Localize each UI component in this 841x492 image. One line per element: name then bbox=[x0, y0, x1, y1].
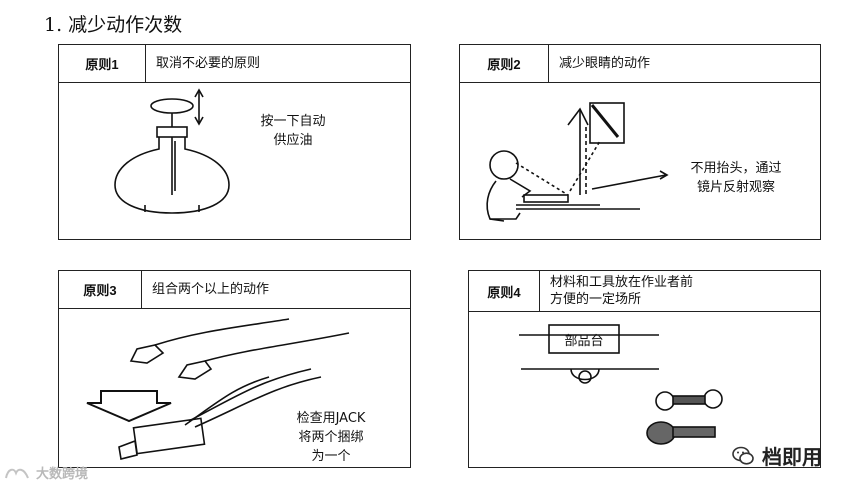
principle-1-note: 按一下自动 供应油 bbox=[260, 114, 326, 148]
principle-3-panel: 原则3 组合两个以上的动作 检查用JACK 将两个捆绑 为一个 bbox=[58, 270, 411, 468]
principle-1-title: 取消不必要的原则 bbox=[156, 56, 261, 71]
watermark-left-text: 大数跨境 bbox=[36, 467, 89, 482]
principle-4-header: 原则4 材料和工具放在作业者前 方便的一定场所 bbox=[469, 271, 820, 312]
mirror-observation-illustration bbox=[486, 102, 669, 222]
principle-2-header: 原则2 减少眼睛的动作 bbox=[460, 45, 820, 83]
principle-1-label: 原则1 bbox=[59, 45, 146, 82]
wechat-icon bbox=[732, 446, 754, 465]
watermark-right-text: 档即用 bbox=[762, 445, 822, 469]
principle-3-label: 原则3 bbox=[59, 271, 142, 308]
principle-4-title: 材料和工具放在作业者前 方便的一定场所 bbox=[550, 275, 694, 307]
watermark-left: 大数跨境 bbox=[4, 463, 88, 482]
watermark-right: 档即用 bbox=[732, 441, 822, 470]
parts-bench-illustration bbox=[519, 324, 723, 445]
section-heading: 1. 减少动作次数 bbox=[44, 14, 183, 36]
principle-2-label: 原则2 bbox=[460, 45, 549, 82]
principle-3-note: 检查用JACK 将两个捆绑 为一个 bbox=[296, 411, 366, 464]
principle-2-note: 不用抬头，通过 镜片反射观察 bbox=[690, 161, 782, 195]
principle-2-panel: 原则2 减少眼睛的动作 不用抬头，通过 镜片反射观察 bbox=[459, 44, 821, 240]
brand-logo-icon bbox=[5, 468, 29, 478]
principle-3-header: 原则3 组合两个以上的动作 bbox=[59, 271, 410, 309]
bench-label: 部品台 bbox=[564, 333, 604, 349]
principle-3-title: 组合两个以上的动作 bbox=[152, 282, 270, 297]
jack-bundle-illustration bbox=[86, 318, 350, 460]
principle-4-label: 原则4 bbox=[469, 271, 540, 311]
principle-1-panel: 原则1 取消不必要的原则 按一下自动 供应油 bbox=[58, 44, 411, 240]
principle-1-header: 原则1 取消不必要的原则 bbox=[59, 45, 410, 83]
oil-bottle-illustration bbox=[114, 88, 230, 214]
principle-2-title: 减少眼睛的动作 bbox=[559, 56, 651, 71]
principle-4-panel: 原则4 材料和工具放在作业者前 方便的一定场所 部品台 bbox=[468, 270, 821, 468]
